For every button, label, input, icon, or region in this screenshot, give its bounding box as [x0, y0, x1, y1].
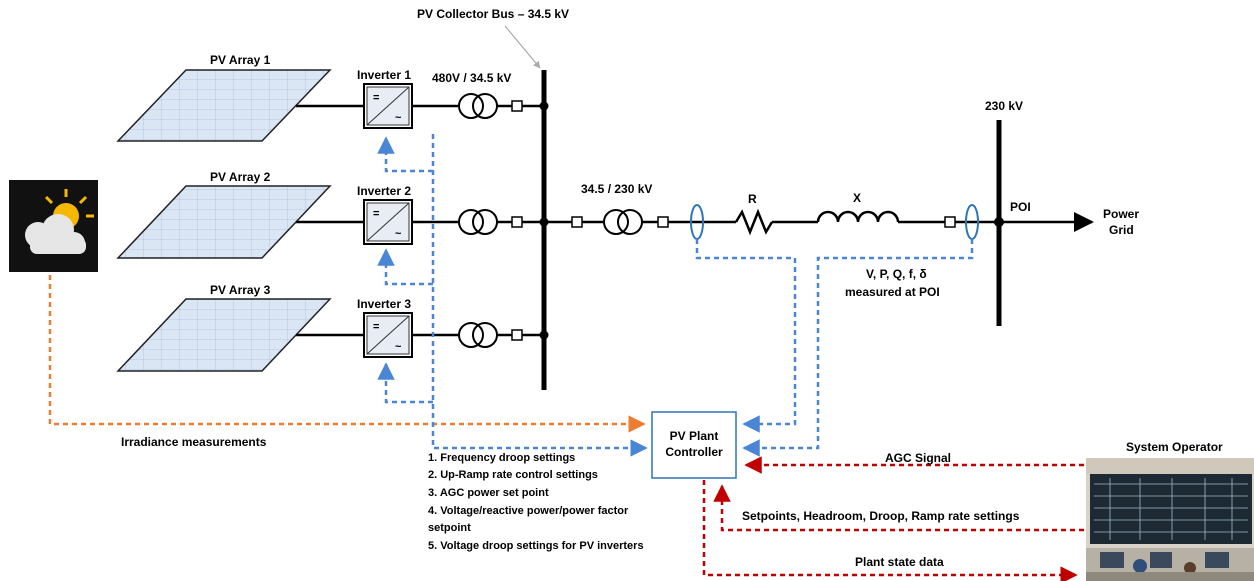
pv-array-1: PV Array 1 [116, 53, 332, 142]
inverter-ac-symbol: ~ [395, 228, 402, 240]
inductor-icon [816, 210, 900, 223]
inverter-icon: = ~ [366, 202, 410, 242]
main-transformer-label: 34.5 / 230 kV [581, 182, 652, 196]
solar-panel-icon [116, 298, 332, 372]
inverter-3: = ~ Inverter 3 [357, 297, 413, 358]
pv-array-3: PV Array 3 [116, 283, 332, 372]
solar-panel-icon [116, 69, 332, 142]
plant-state-label: Plant state data [855, 555, 944, 569]
settings-item: 2. Up-Ramp rate control settings [428, 469, 598, 481]
inverter-dc-symbol: = [373, 92, 379, 104]
breaker [511, 329, 523, 341]
feeder-measurement-signal [695, 239, 797, 433]
transformer-icon [458, 93, 498, 119]
breaker [944, 216, 956, 228]
inverter-label: Inverter 3 [357, 297, 411, 311]
power-grid-label-line1: Power [1103, 207, 1139, 221]
pv-array-label: PV Array 2 [210, 170, 271, 184]
bus-node [539, 101, 549, 111]
inverter-icon: = ~ [366, 315, 410, 355]
pv-array-2: PV Array 2 [116, 170, 332, 259]
settings-list: 1. Frequency droop settings 2. Up-Ramp r… [428, 452, 644, 552]
breaker [657, 216, 669, 228]
collector-bus-pointer [504, 25, 541, 69]
inverter-icon: = ~ [366, 86, 410, 126]
inverter-ac-symbol: ~ [395, 112, 402, 124]
transformer-icon [458, 322, 498, 348]
irradiance-signal [48, 275, 646, 433]
inverter-label: Inverter 1 [357, 68, 411, 82]
collector-bus-label: PV Collector Bus – 34.5 kV [417, 7, 569, 21]
pv-plant-controller [651, 411, 737, 479]
inverter-1-command [377, 136, 433, 173]
agc-signal-label: AGC Signal [885, 451, 951, 465]
controller-label-line2: Controller [665, 445, 723, 459]
breaker [511, 216, 523, 228]
weather-cloud-sun-icon [9, 180, 98, 272]
breaker [571, 216, 583, 228]
control-room-photo [1086, 458, 1254, 581]
resistance-label: R [748, 192, 757, 206]
pv-array-label: PV Array 1 [210, 53, 271, 67]
poi-measurement-signal [742, 239, 974, 457]
inverter-2-command [377, 248, 433, 286]
plant-state-signal [702, 480, 1078, 581]
inverter-3-command [377, 362, 433, 404]
inverter-label: Inverter 2 [357, 184, 411, 198]
settings-item: setpoint [428, 522, 471, 534]
settings-item: 1. Frequency droop settings [428, 452, 575, 464]
setpoints-label: Setpoints, Headroom, Droop, Ramp rate se… [742, 509, 1020, 523]
pv-array-label: PV Array 3 [210, 283, 271, 297]
poi-label: POI [1010, 200, 1031, 214]
setpoints-signal [713, 484, 1084, 532]
controller-label-line1: PV Plant [670, 429, 719, 443]
inverter-dc-symbol: = [373, 208, 379, 220]
irradiance-label: Irradiance measurements [121, 435, 267, 449]
power-grid-label-line2: Grid [1109, 223, 1134, 237]
hv-bus-label: 230 kV [985, 99, 1023, 113]
settings-item: 3. AGC power set point [428, 487, 549, 499]
transformer-1-label: 480V / 34.5 kV [432, 71, 511, 85]
reactance-label: X [853, 191, 861, 205]
measured-label-line1: V, P, Q, f, δ [866, 267, 927, 281]
transformer-icon [458, 209, 498, 235]
solar-panel-icon [116, 185, 332, 259]
inverter-dc-symbol: = [373, 321, 379, 333]
inverter-ac-symbol: ~ [395, 341, 402, 353]
main-transformer-icon [603, 209, 643, 235]
resistor-icon [734, 208, 774, 236]
settings-item: 4. Voltage/reactive power/power factor [428, 505, 629, 517]
breaker [511, 100, 523, 112]
settings-item: 5. Voltage droop settings for PV inverte… [428, 540, 644, 552]
inverter-2: = ~ Inverter 2 [357, 184, 413, 245]
inverter-1: = ~ Inverter 1 [357, 68, 413, 129]
system-operator-label: System Operator [1126, 440, 1223, 454]
bus-node [539, 330, 549, 340]
measured-label-line2: measured at POI [845, 285, 940, 299]
